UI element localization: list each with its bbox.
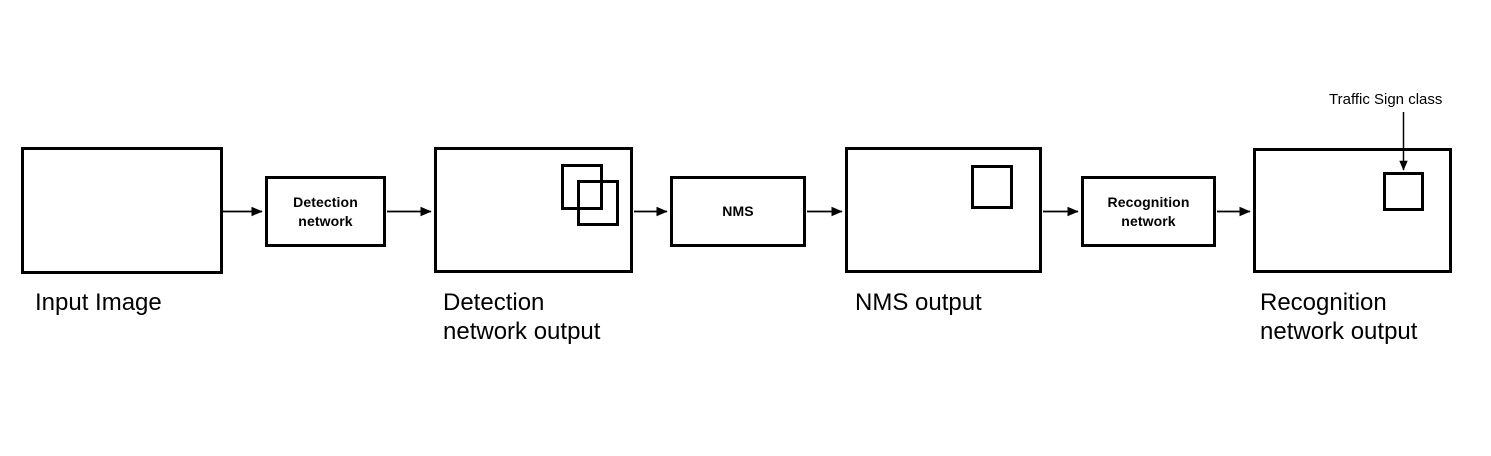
process-box-detection-network[interactable]: Detection network xyxy=(265,176,386,247)
process-box-recognition-network[interactable]: Recognition network xyxy=(1081,176,1216,247)
detection-bounding-box-1 xyxy=(561,164,603,210)
caption-input-image: Input Image xyxy=(35,289,162,316)
annotation-traffic-sign-class: Traffic Sign class xyxy=(1329,91,1443,108)
nms-bounding-box-1 xyxy=(971,165,1013,209)
process-label-nms: NMS xyxy=(722,203,754,220)
recognition-bounding-box-1 xyxy=(1383,172,1424,211)
caption-nms-output: NMS output xyxy=(855,289,982,316)
input-image-frame xyxy=(21,147,223,274)
caption-detection-output: Detection network output xyxy=(443,289,601,345)
caption-recognition-output: Recognition network output xyxy=(1260,289,1418,345)
detection-bounding-box-2 xyxy=(577,180,619,226)
process-label-recognition-network: Recognition network xyxy=(1107,194,1190,229)
nms-output-frame xyxy=(845,147,1042,273)
detection-output-frame xyxy=(434,147,633,273)
process-box-nms[interactable]: NMS xyxy=(670,176,806,247)
process-label-detection-network: Detection network xyxy=(293,194,358,229)
